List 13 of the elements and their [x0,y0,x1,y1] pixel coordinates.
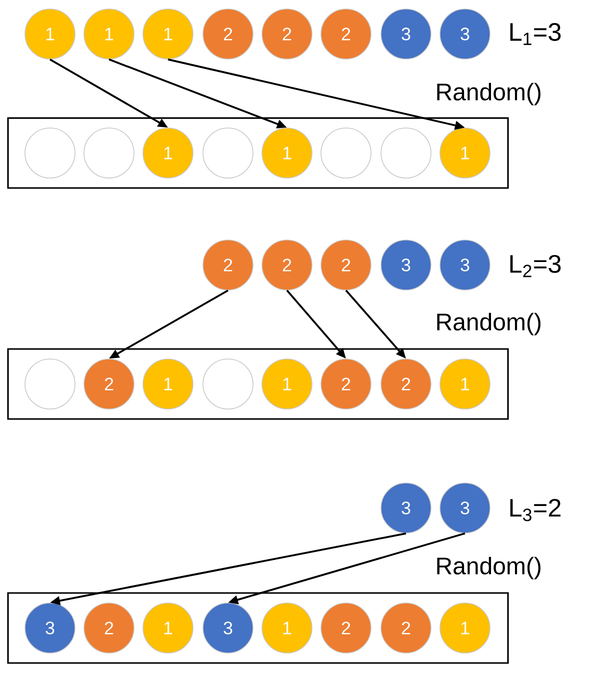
row-box [7,348,509,420]
empty-circle [320,128,372,178]
function-label: Random() [437,312,540,336]
empty-circle [84,128,134,178]
function-label: Random() [437,556,540,580]
empty-circle [24,128,76,178]
row-box [7,592,509,664]
function-label: Random() [437,82,540,106]
empty-circle [202,128,254,178]
empty-circle [24,358,76,410]
empty-circle [380,128,432,178]
row-box [7,117,509,189]
empty-circle [202,358,254,410]
